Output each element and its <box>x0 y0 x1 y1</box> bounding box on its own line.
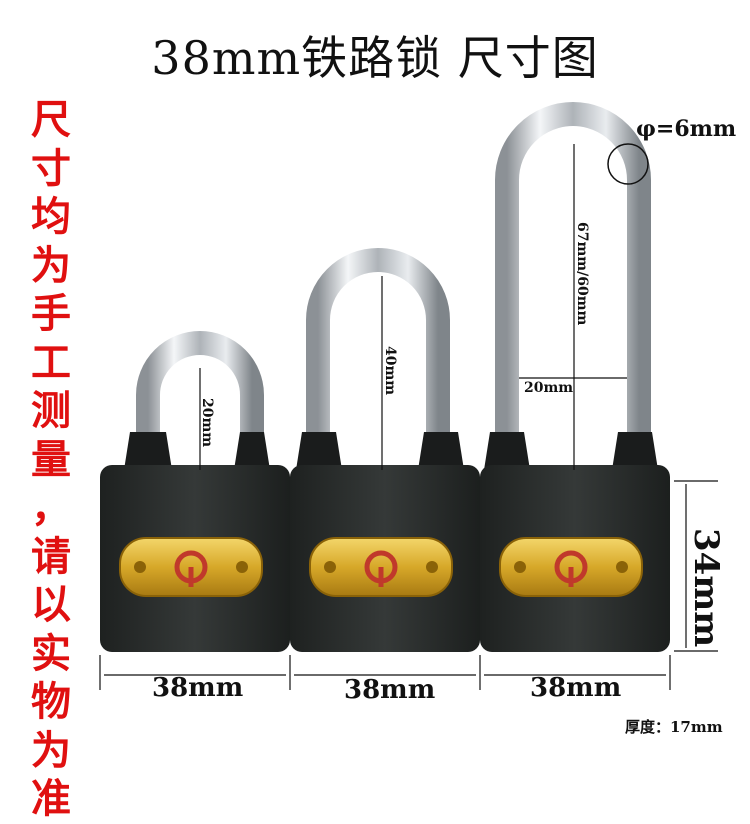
lock1-shackle-height-label: 20mm <box>199 398 215 448</box>
padlock-illustration <box>99 102 718 690</box>
side-note-char: 物 <box>31 678 71 725</box>
thickness-label: 厚度：17mm <box>625 718 723 736</box>
side-note-char: 均 <box>31 193 71 240</box>
side-note-char: 尺 <box>31 96 71 143</box>
side-note-char: 准 <box>31 775 71 822</box>
side-note-char: 实 <box>31 629 71 677</box>
body-height-label: 34mm <box>686 528 726 648</box>
diameter-marker-circle <box>607 143 649 185</box>
lock3-shackle-height-label: 67mm/60mm <box>574 222 590 326</box>
lock1-shackle <box>136 331 264 440</box>
side-note-char: 寸 <box>31 144 71 192</box>
lock2-shackle-height-label: 40mm <box>382 346 398 396</box>
dimension-lines <box>99 144 718 690</box>
shackle-diameter-label: φ=6mm <box>636 116 737 142</box>
side-note-char: ， <box>31 484 71 531</box>
side-note-char: 以 <box>31 581 71 628</box>
side-note-char: 工 <box>31 338 71 386</box>
side-note-char: 为 <box>31 241 71 289</box>
railway-logo-icon <box>174 550 588 587</box>
side-note-char: 测 <box>31 387 71 434</box>
side-note-char: 手 <box>31 290 71 337</box>
page-title: 38mm铁路锁 尺寸图 <box>151 31 599 85</box>
lock3-width-label: 38mm <box>530 673 622 703</box>
lock1-width-label: 38mm <box>152 673 244 703</box>
side-note-char: 量 <box>31 435 71 483</box>
side-note-char: 请 <box>31 532 71 580</box>
lock2-shackle <box>306 248 450 440</box>
lock3-shackle <box>495 102 651 440</box>
shackle-sleeves <box>124 432 658 470</box>
lock2-width-label: 38mm <box>344 675 436 705</box>
lock3-shackle-width-label: 20mm <box>524 380 574 396</box>
